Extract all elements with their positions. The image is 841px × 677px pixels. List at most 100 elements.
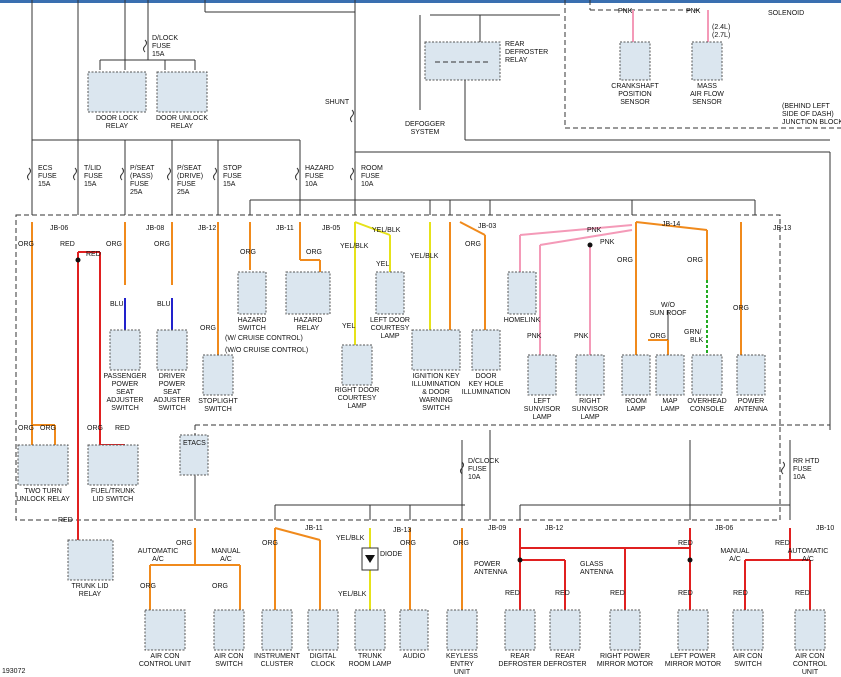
ignition-key-label-line-4: SWITCH xyxy=(422,405,450,412)
trunk-lid-relay-label-line-1: RELAY xyxy=(79,591,102,598)
maf-label-line-1: AIR FLOW xyxy=(690,91,724,98)
fuse-label: FUSE xyxy=(468,466,487,473)
keyless-box xyxy=(446,609,478,651)
door-lock-relay-label-line-1: RELAY xyxy=(106,123,129,130)
drv-seat-label-line-2: SEAT xyxy=(163,389,181,396)
air-con-cu2-label-line-0: AIR CON xyxy=(795,653,824,660)
air-con-cu2-label-line-1: CONTROL xyxy=(793,661,827,668)
connector-label: JB-12 xyxy=(198,225,216,232)
glass-antenna-label-line-1: ANTENNA xyxy=(580,569,614,576)
rear-defroster-a-label-line-0: REAR xyxy=(510,653,529,660)
audio-box xyxy=(399,609,429,651)
wire-color-label: YEL xyxy=(376,261,389,268)
wire-color-label: PNK xyxy=(618,8,633,15)
shunt-label: SHUNT xyxy=(325,99,350,106)
connector-label: JB-06 xyxy=(50,225,68,232)
wire-color-label: PNK xyxy=(686,8,701,15)
wire-color-label: ORG xyxy=(262,540,278,547)
fuse-label: FUSE xyxy=(38,173,57,180)
wire-color-label: YEL/BLK xyxy=(372,227,401,234)
trunk-room-label-line-0: TRUNK xyxy=(358,653,382,660)
crankshaft-sensor-box xyxy=(619,41,651,81)
pass-seat-label-line-1: POWER xyxy=(112,381,138,388)
wire-color-label: ORG xyxy=(733,305,749,312)
cruise-with-label: (W/ CRUISE CONTROL) xyxy=(225,335,303,342)
wire-color-label: RED xyxy=(555,590,570,597)
fuel-trunk-label-line-0: FUEL/TRUNK xyxy=(91,488,135,495)
fuse-label: 10A xyxy=(305,181,318,188)
connector-label: JB-13 xyxy=(393,527,411,534)
auto-ac-label-line-0: AUTOMATIC xyxy=(138,548,179,555)
left-sunvisor-box xyxy=(527,354,557,396)
fuse-label: RR HTD xyxy=(793,458,819,465)
air-con-cu2-box xyxy=(794,609,826,651)
wire-color-label: ORG xyxy=(87,425,103,432)
manual-ac-label-line-0: MANUAL xyxy=(211,548,240,555)
wire-color-label: ORG xyxy=(465,241,481,248)
ignition-key-box xyxy=(411,329,461,371)
rear-defroster-relay-label-line-0: REAR xyxy=(505,41,524,48)
rear-defroster-b-label-line-1: DEFROSTER xyxy=(543,661,586,668)
two-turn-box xyxy=(17,444,69,486)
hazard-relay-box xyxy=(285,271,331,315)
junction-block-label-line-0: (BEHIND LEFT xyxy=(782,103,831,110)
homelink-box xyxy=(507,271,537,315)
audio-label: AUDIO xyxy=(403,653,426,660)
junction-block-frame xyxy=(15,214,781,521)
air-con-sw2-box xyxy=(732,609,764,651)
air-con-sw2-label-line-0: AIR CON xyxy=(733,653,762,660)
maf-label-line-2: SENSOR xyxy=(692,99,722,106)
left-door-courtesy-label-line-1: COURTESY xyxy=(371,325,410,332)
digital-clock-label-line-0: DIGITAL xyxy=(310,653,337,660)
right-sunvisor-label-line-2: LAMP xyxy=(580,414,599,421)
left-sunvisor-label-line-2: LAMP xyxy=(532,414,551,421)
fuse-label: HAZARD xyxy=(305,165,334,172)
fuse-label: FUSE xyxy=(177,181,196,188)
door-unlock-relay-label-line-1: RELAY xyxy=(171,123,194,130)
wire-color-label: ORG xyxy=(240,249,256,256)
digital-clock-label-line-1: CLOCK xyxy=(311,661,335,668)
figure-id: 193072 xyxy=(2,668,25,675)
power-antenna-bot-label-line-1: ANTENNA xyxy=(474,569,508,576)
connector-label: JB-11 xyxy=(305,525,323,532)
crankshaft-label-line-0: CRANKSHAFT xyxy=(611,83,659,90)
air-con-cu-box xyxy=(144,609,186,651)
defogger-label-line-1: SYSTEM xyxy=(411,129,440,136)
door-unlock-relay-box xyxy=(156,71,208,113)
wire-color-label: YEL/BLK xyxy=(410,253,439,260)
connector-label: JB-11 xyxy=(276,225,294,232)
wo-sunroof-label-line-0: W/O xyxy=(661,302,676,309)
keyless-label-line-1: ENTRY xyxy=(450,661,474,668)
left-mirror-box xyxy=(677,609,709,651)
door-key-hole-label-line-0: DOOR xyxy=(476,373,497,380)
door-lock-relay-box xyxy=(87,71,147,113)
hazard-switch-label-line-0: HAZARD xyxy=(238,317,267,324)
hazard-relay-label-line-1: RELAY xyxy=(297,325,320,332)
wire-color-label: RED xyxy=(795,590,810,597)
auto-ac-2-label-line-0: AUTOMATIC xyxy=(788,548,829,555)
fuse-label: 25A xyxy=(130,189,143,196)
auto-ac-2-label-line-1: A/C xyxy=(802,556,814,563)
room-lamp-box xyxy=(621,354,651,396)
wire-color-label: RED xyxy=(60,241,75,248)
wire-color-label: PNK xyxy=(587,227,602,234)
wire-color-label: ORG xyxy=(40,425,56,432)
pass-seat-label-line-3: ADJUSTER xyxy=(107,397,144,404)
left-door-courtesy-box xyxy=(375,271,405,315)
maf-note-label-line-1: (2.7L) xyxy=(712,32,730,39)
left-mirror-label-line-1: MIRROR MOTOR xyxy=(665,661,721,668)
wire-color-label: BLK xyxy=(690,337,704,344)
wire-color-label: RED xyxy=(610,590,625,597)
fuse-label: P/SEAT xyxy=(130,165,155,172)
wire-color-label: RED xyxy=(733,590,748,597)
fuse-label: (PASS) xyxy=(130,173,153,180)
hazard-relay-label-line-0: HAZARD xyxy=(294,317,323,324)
trunk-lid-relay-label-line-0: TRUNK LID xyxy=(72,583,109,590)
right-mirror-label-line-0: RIGHT POWER xyxy=(600,653,650,660)
wire-color-label: RED xyxy=(86,251,101,258)
keyless-label-line-2: UNIT xyxy=(454,669,471,676)
etacs-box xyxy=(179,434,209,476)
right-door-courtesy-label-line-1: COURTESY xyxy=(338,395,377,402)
door-lock-relay-label-line-0: DOOR LOCK xyxy=(96,115,138,122)
